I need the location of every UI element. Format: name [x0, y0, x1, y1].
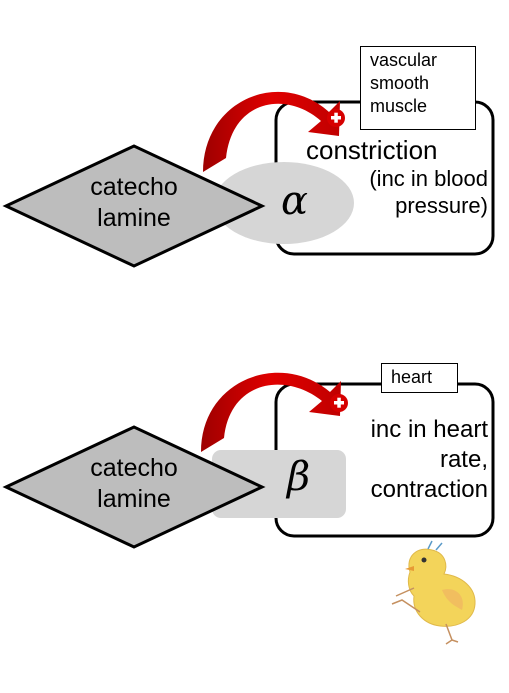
- ligand-label-beta: catecho lamine: [90, 454, 178, 513]
- beta-receptor: [212, 450, 346, 518]
- chick-drawing-icon: [391, 540, 476, 645]
- catecholamine-diamond-alpha: [2, 144, 266, 268]
- receptor-symbol-beta: β: [287, 454, 311, 500]
- plus-sign-icon: [327, 109, 345, 127]
- effect-main-beta: inc in heart rate, contraction: [370, 416, 488, 503]
- catecholamine-diamond-beta: [2, 425, 266, 549]
- ligand-label-alpha: catecho lamine: [90, 173, 178, 232]
- signal-arrow-beta: [201, 372, 341, 452]
- plus-sign-icon: [330, 394, 348, 412]
- target-tissue-label-alpha: vascular smooth muscle: [360, 46, 476, 130]
- receptor-symbol-alpha: α: [281, 178, 309, 224]
- effect-main-alpha: constriction: [306, 135, 438, 165]
- target-tissue-label-beta: heart: [381, 363, 458, 393]
- alpha-receptor: [214, 162, 354, 244]
- signal-arrow-alpha: [203, 91, 340, 172]
- effect-detail-alpha: (inc in blood pressure): [369, 166, 488, 218]
